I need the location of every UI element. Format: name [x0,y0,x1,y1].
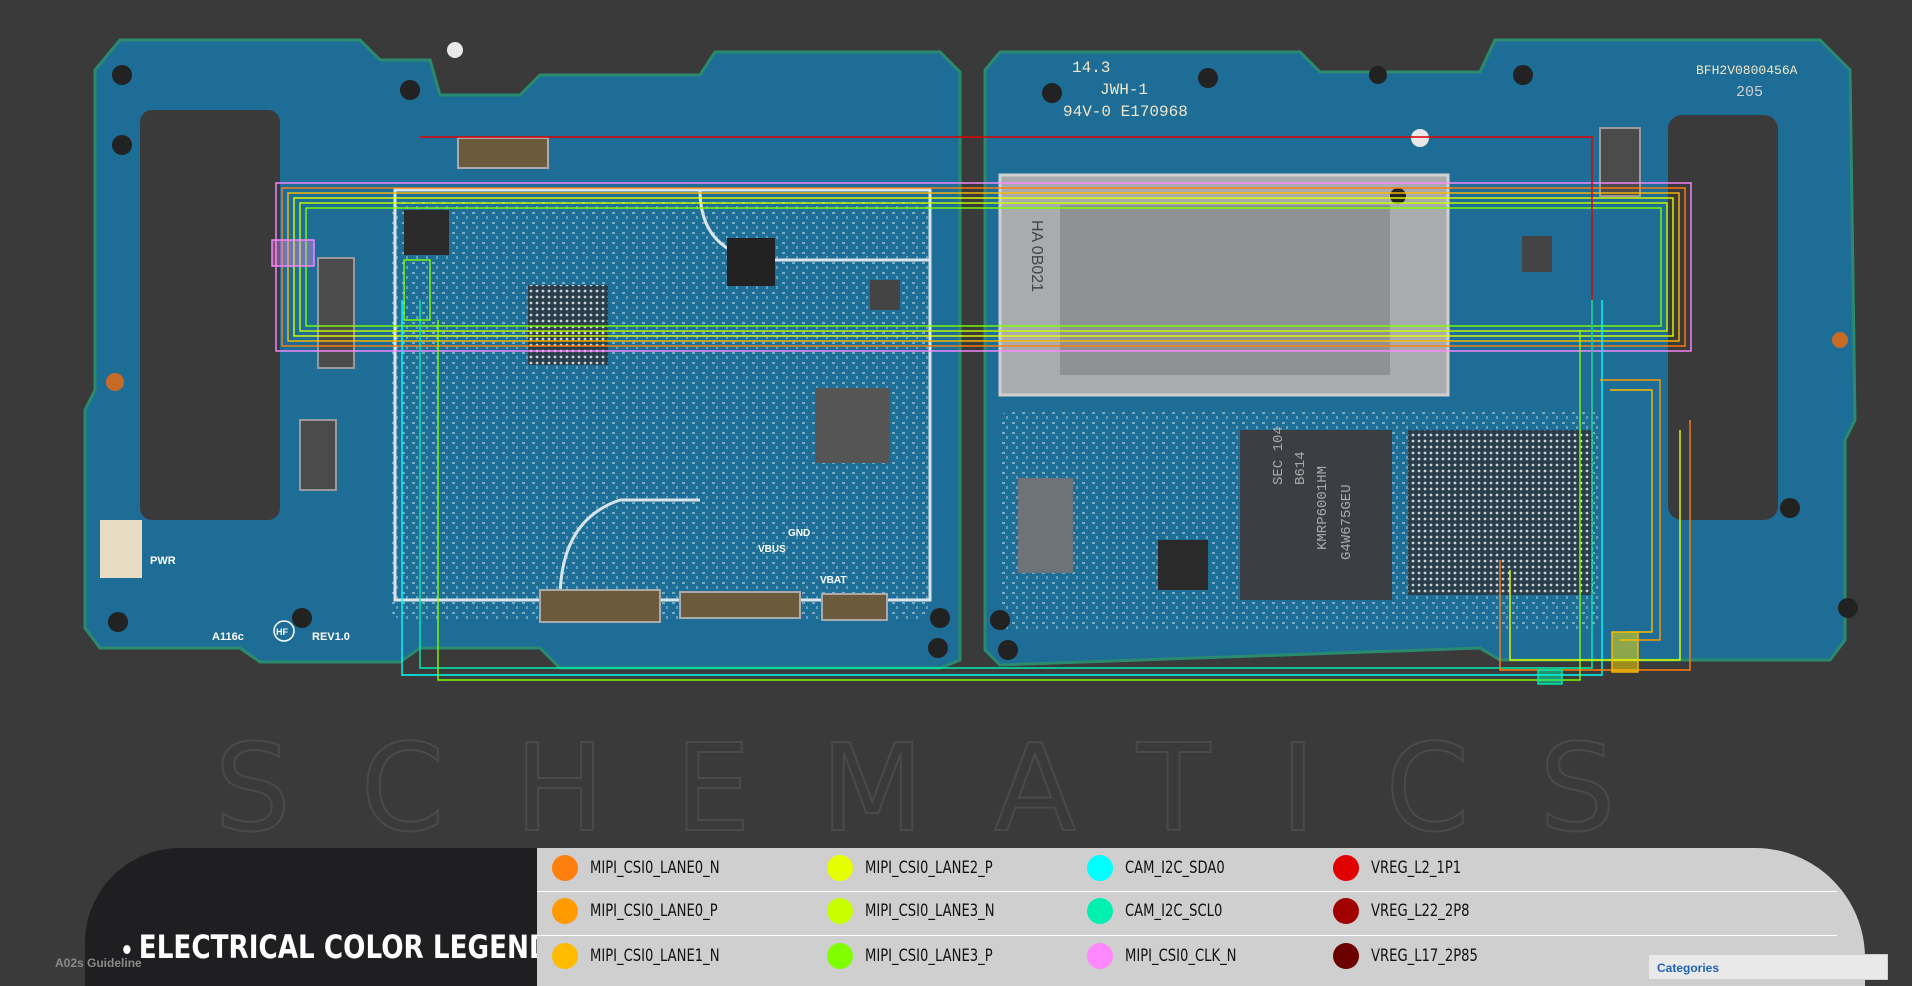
legend-item-label: VREG_L2_1P1 [1371,858,1462,878]
silk-vbus: VBUS [758,544,786,555]
legend-item: VREG_L22_2P8 [1333,897,1486,925]
watermark-text: SCHEMATICS [215,720,1686,859]
legend-title: ELECTRICAL COLOR LEGEND [115,928,567,966]
trace-overlay [271,136,1692,685]
legend-item: CAM_I2C_SCL0 [1087,897,1238,925]
categories-button[interactable]: Categories [1648,954,1888,980]
color-swatch-icon [827,855,853,881]
silk-model: A116c [212,631,244,643]
legend-item: MIPI_CSI0_LANE3_P [827,942,1013,970]
board-left: PWR GND VBUS VBAT A116c HF REV1.0 [83,38,962,670]
color-swatch-icon [1333,943,1359,969]
legend-item: MIPI_CSI0_LANE2_P [827,854,1013,882]
legend-row-divider [537,891,1837,892]
legend-title-panel: ELECTRICAL COLOR LEGEND [85,848,567,986]
silk-board-code: BFH2V0800456A [1696,63,1798,78]
color-swatch-icon [827,898,853,924]
legend-item: MIPI_CSI0_LANE0_N [552,854,741,882]
silk-pwr: PWR [150,555,176,567]
legend-item-label: CAM_I2C_SDA0 [1125,858,1225,878]
legend-item: MIPI_CSI0_LANE3_N [827,897,1016,925]
legend-item-label: MIPI_CSI0_LANE0_P [590,901,718,921]
legend-item: MIPI_CSI0_LANE1_N [552,942,741,970]
silk-cert-3: 94V-0 E170968 [1063,103,1188,121]
silk-hf: HF [276,627,288,637]
simtray-code: HA 0B021 [1028,220,1045,292]
legend-item: CAM_I2C_SDA0 [1087,854,1241,882]
legend-item-label: CAM_I2C_SCL0 [1125,901,1223,921]
silk-vbat: VBAT [820,575,846,586]
silk-board-num: 205 [1736,84,1763,101]
color-swatch-icon [1333,855,1359,881]
color-swatch-icon [1087,943,1113,969]
legend-item-label: VREG_L22_2P8 [1371,901,1470,921]
chip-text-3: KMRP6001HM [1315,466,1331,550]
legend-items-panel [537,848,1865,986]
legend-item-label: MIPI_CSI0_LANE3_P [865,946,993,966]
legend-item-label: MIPI_CSI0_LANE1_N [590,946,720,966]
chip-text-2: B614 [1293,451,1309,485]
chip-text-4: G4W675GEU [1339,484,1355,560]
bullet-icon [123,944,131,954]
legend-row-divider [537,935,1837,936]
silk-cert-1: 14.3 [1072,59,1110,77]
chip-text-1: SEC 104 [1271,426,1287,485]
silk-rev: REV1.0 [312,631,350,643]
color-swatch-icon [827,943,853,969]
legend-item: MIPI_CSI0_CLK_N [1087,942,1255,970]
legend-item-label: MIPI_CSI0_CLK_N [1125,946,1237,966]
color-swatch-icon [552,943,578,969]
color-swatch-icon [552,855,578,881]
color-swatch-icon [552,898,578,924]
legend-item: VREG_L17_2P85 [1333,942,1495,970]
legend-item: VREG_L2_1P1 [1333,854,1476,882]
board-right: HA 0B021 SEC 104 B614 KMRP6001HM G4W675G… [983,38,1858,667]
color-swatch-icon [1333,898,1359,924]
color-swatch-icon [1087,898,1113,924]
silk-cert-2: JWH-1 [1100,81,1148,99]
color-legend: ELECTRICAL COLOR LEGEND MIPI_CSI0_LANE0_… [85,848,1865,986]
silk-gnd: GND [788,528,810,539]
legend-item: MIPI_CSI0_LANE0_P [552,897,738,925]
legend-item-label: VREG_L17_2P85 [1371,946,1478,966]
color-swatch-icon [1087,855,1113,881]
guideline-label: A02s Guideline [55,956,142,970]
legend-title-text: ELECTRICAL COLOR LEGEND [138,928,551,966]
legend-item-label: MIPI_CSI0_LANE0_N [590,858,720,878]
legend-item-label: MIPI_CSI0_LANE3_N [865,901,995,921]
legend-item-label: MIPI_CSI0_LANE2_P [865,858,993,878]
